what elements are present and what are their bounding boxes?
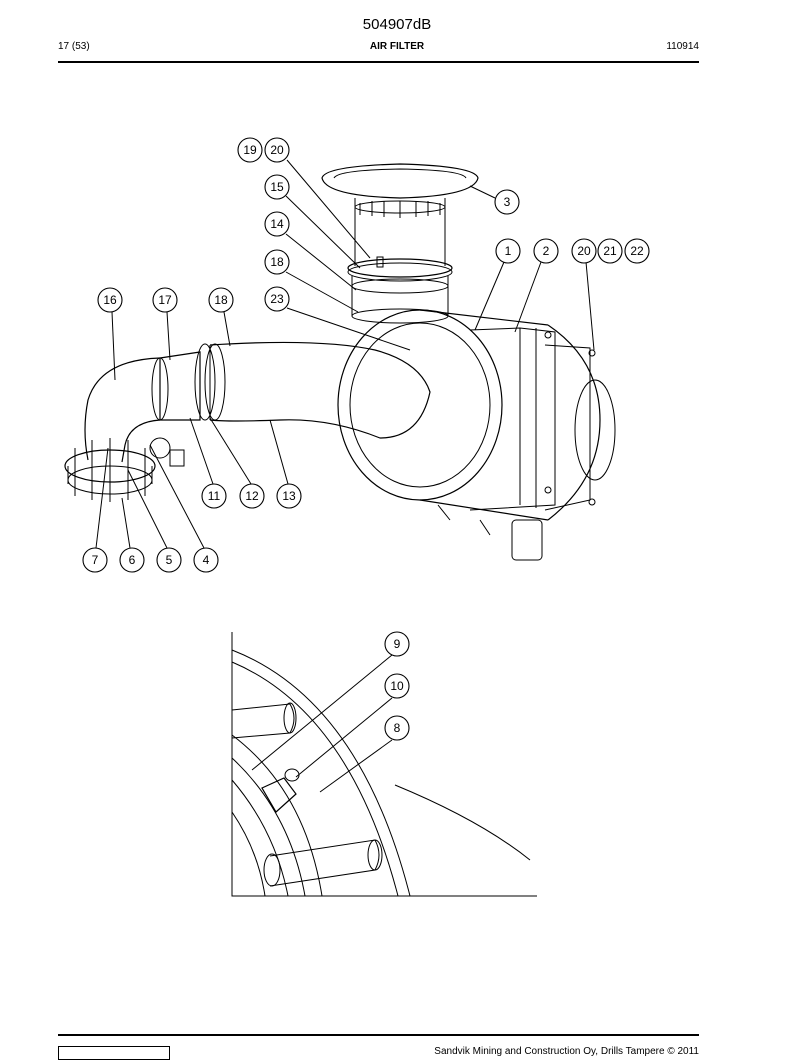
svg-text:10: 10 xyxy=(390,679,404,693)
callout-balloon: 11 xyxy=(201,483,227,509)
callout-balloon: 4 xyxy=(193,547,219,573)
detail-view-drawing xyxy=(231,632,537,897)
svg-text:1: 1 xyxy=(505,244,512,258)
svg-text:11: 11 xyxy=(208,489,221,503)
callout-balloon: 13 xyxy=(276,483,302,509)
air-filter-assembly-drawing xyxy=(64,163,616,561)
footer-rule xyxy=(58,1034,699,1036)
document-number: 504907dB xyxy=(362,16,432,33)
svg-text:17: 17 xyxy=(158,293,172,307)
detail-callouts: 9 10 8 xyxy=(384,631,410,741)
svg-text:4: 4 xyxy=(203,553,210,567)
callout-balloon: 20 xyxy=(264,137,290,163)
callout-balloon: 23 xyxy=(264,286,290,312)
document-code: 110914 xyxy=(666,41,699,52)
svg-text:6: 6 xyxy=(129,553,136,567)
page-title: AIR FILTER xyxy=(369,41,425,52)
svg-text:18: 18 xyxy=(214,293,228,307)
header-rule xyxy=(58,61,699,63)
svg-text:20: 20 xyxy=(270,143,284,157)
svg-text:18: 18 xyxy=(270,255,284,269)
svg-text:23: 23 xyxy=(270,292,284,306)
svg-text:9: 9 xyxy=(394,637,401,651)
callout-balloon: 19 xyxy=(237,137,263,163)
svg-text:14: 14 xyxy=(270,217,284,231)
detail-leader-lines xyxy=(251,654,393,793)
svg-text:12: 12 xyxy=(245,489,259,503)
callout-balloon: 18 xyxy=(264,249,290,275)
callout-balloon: 22 xyxy=(624,238,650,264)
callout-balloon: 14 xyxy=(264,211,290,237)
callout-balloon: 6 xyxy=(119,547,145,573)
svg-text:8: 8 xyxy=(394,721,401,735)
svg-text:7: 7 xyxy=(92,553,99,567)
svg-text:2: 2 xyxy=(543,244,550,258)
callout-balloon: 7 xyxy=(82,547,108,573)
callout-balloon: 16 xyxy=(97,287,123,313)
callout-balloon: 8 xyxy=(384,715,410,741)
page-number: 17 (53) xyxy=(58,41,90,52)
callout-balloon: 3 xyxy=(494,189,520,215)
svg-text:22: 22 xyxy=(630,244,644,258)
svg-text:21: 21 xyxy=(603,244,617,258)
footer-copyright: Sandvik Mining and Construction Oy, Dril… xyxy=(434,1046,699,1057)
svg-text:3: 3 xyxy=(504,195,511,209)
callout-balloon: 12 xyxy=(239,483,265,509)
svg-text:16: 16 xyxy=(103,293,117,307)
callout-balloon: 15 xyxy=(264,174,290,200)
svg-text:20: 20 xyxy=(577,244,591,258)
callout-balloon: 20 xyxy=(571,238,597,264)
svg-text:5: 5 xyxy=(166,553,173,567)
svg-text:15: 15 xyxy=(270,180,284,194)
callout-balloon: 9 xyxy=(384,631,410,657)
callout-balloon: 10 xyxy=(384,673,410,699)
callout-balloon: 18 xyxy=(208,287,234,313)
main-callouts: 19 20 15 14 18 23 3 1 2 20 21 22 16 17 1… xyxy=(82,137,650,573)
main-leader-lines xyxy=(95,159,595,549)
callout-balloon: 2 xyxy=(533,238,559,264)
svg-text:13: 13 xyxy=(282,489,296,503)
callout-balloon: 17 xyxy=(152,287,178,313)
svg-text:19: 19 xyxy=(243,143,257,157)
sandvik-logo xyxy=(58,1046,170,1060)
callout-balloon: 1 xyxy=(495,238,521,264)
callout-balloon: 21 xyxy=(597,238,623,264)
callout-balloon: 5 xyxy=(156,547,182,573)
